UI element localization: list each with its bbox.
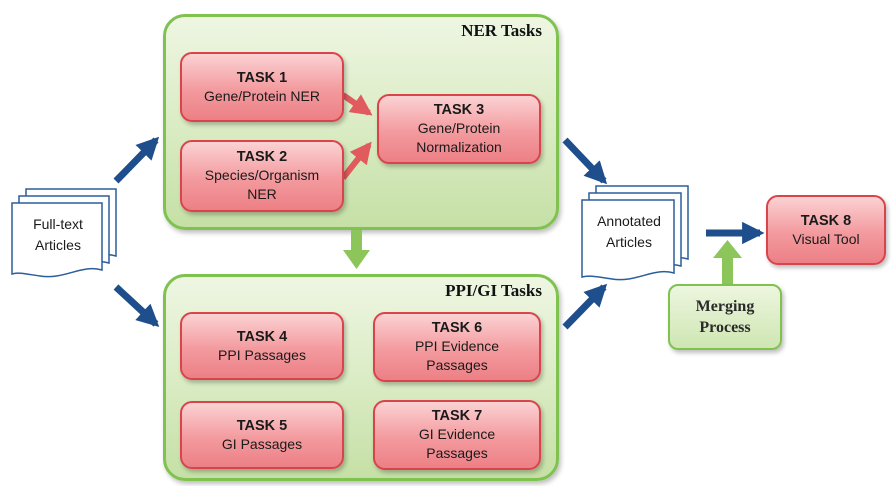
task-2-box: TASK 2 Species/Organism NER — [180, 140, 344, 212]
task-8-description: Visual Tool — [792, 230, 860, 247]
task-7-box: TASK 7 GI Evidence Passages — [373, 400, 541, 470]
task-5-title: TASK 5 — [236, 417, 288, 434]
task-3-box: TASK 3 Gene/Protein Normalization — [377, 94, 541, 164]
arrow-ner-to-annotated — [562, 137, 608, 185]
arrow-merging-to-task8-link — [713, 240, 742, 284]
task-8-box: TASK 8 Visual Tool — [766, 195, 886, 265]
task-6-description: PPI Evidence Passages — [414, 338, 500, 373]
task-3-description: Gene/Protein Normalization — [416, 120, 502, 155]
task-6-box: TASK 6 PPI Evidence Passages — [373, 312, 541, 382]
task-4-description: PPI Passages — [218, 346, 306, 363]
task-4-title: TASK 4 — [236, 328, 288, 345]
annotated-articles-label: Annotated Articles — [597, 213, 661, 250]
ner-tasks-title: NER Tasks — [461, 21, 542, 40]
task-7-title: TASK 7 — [431, 408, 483, 424]
task-8-title: TASK 8 — [800, 212, 852, 229]
task-7-description: GI Evidence Passages — [418, 426, 496, 461]
task-4-box: TASK 4 PPI Passages — [180, 312, 344, 380]
arrow-task1-to-task3 — [341, 92, 373, 116]
fulltext-articles-label: Full-text Articles — [33, 216, 83, 253]
annotated-articles-document-icon — [581, 185, 689, 281]
task-2-title: TASK 2 — [236, 149, 288, 165]
task-5-description: GI Passages — [221, 435, 303, 452]
task-2-description: Species/Organism NER — [204, 167, 320, 202]
arrow-ppi-to-annotated — [562, 283, 608, 330]
task-6-title: TASK 6 — [431, 320, 483, 336]
arrow-fulltext-to-ner — [113, 136, 160, 184]
ppi-gi-tasks-title: PPI/GI Tasks — [445, 281, 542, 300]
merging-process-box: Merging Process — [668, 284, 782, 350]
fulltext-articles-document-icon — [11, 188, 117, 278]
arrow-ner-to-ppi — [343, 230, 370, 269]
arrow-fulltext-to-ppi — [113, 284, 160, 328]
task-3-title: TASK 3 — [433, 102, 485, 118]
task-1-description: Gene/Protein NER — [204, 87, 320, 104]
task-1-box: TASK 1 Gene/Protein NER — [180, 52, 344, 122]
task-1-title: TASK 1 — [236, 69, 288, 86]
task-5-box: TASK 5 GI Passages — [180, 401, 344, 469]
arrow-task2-to-task3 — [340, 141, 372, 180]
